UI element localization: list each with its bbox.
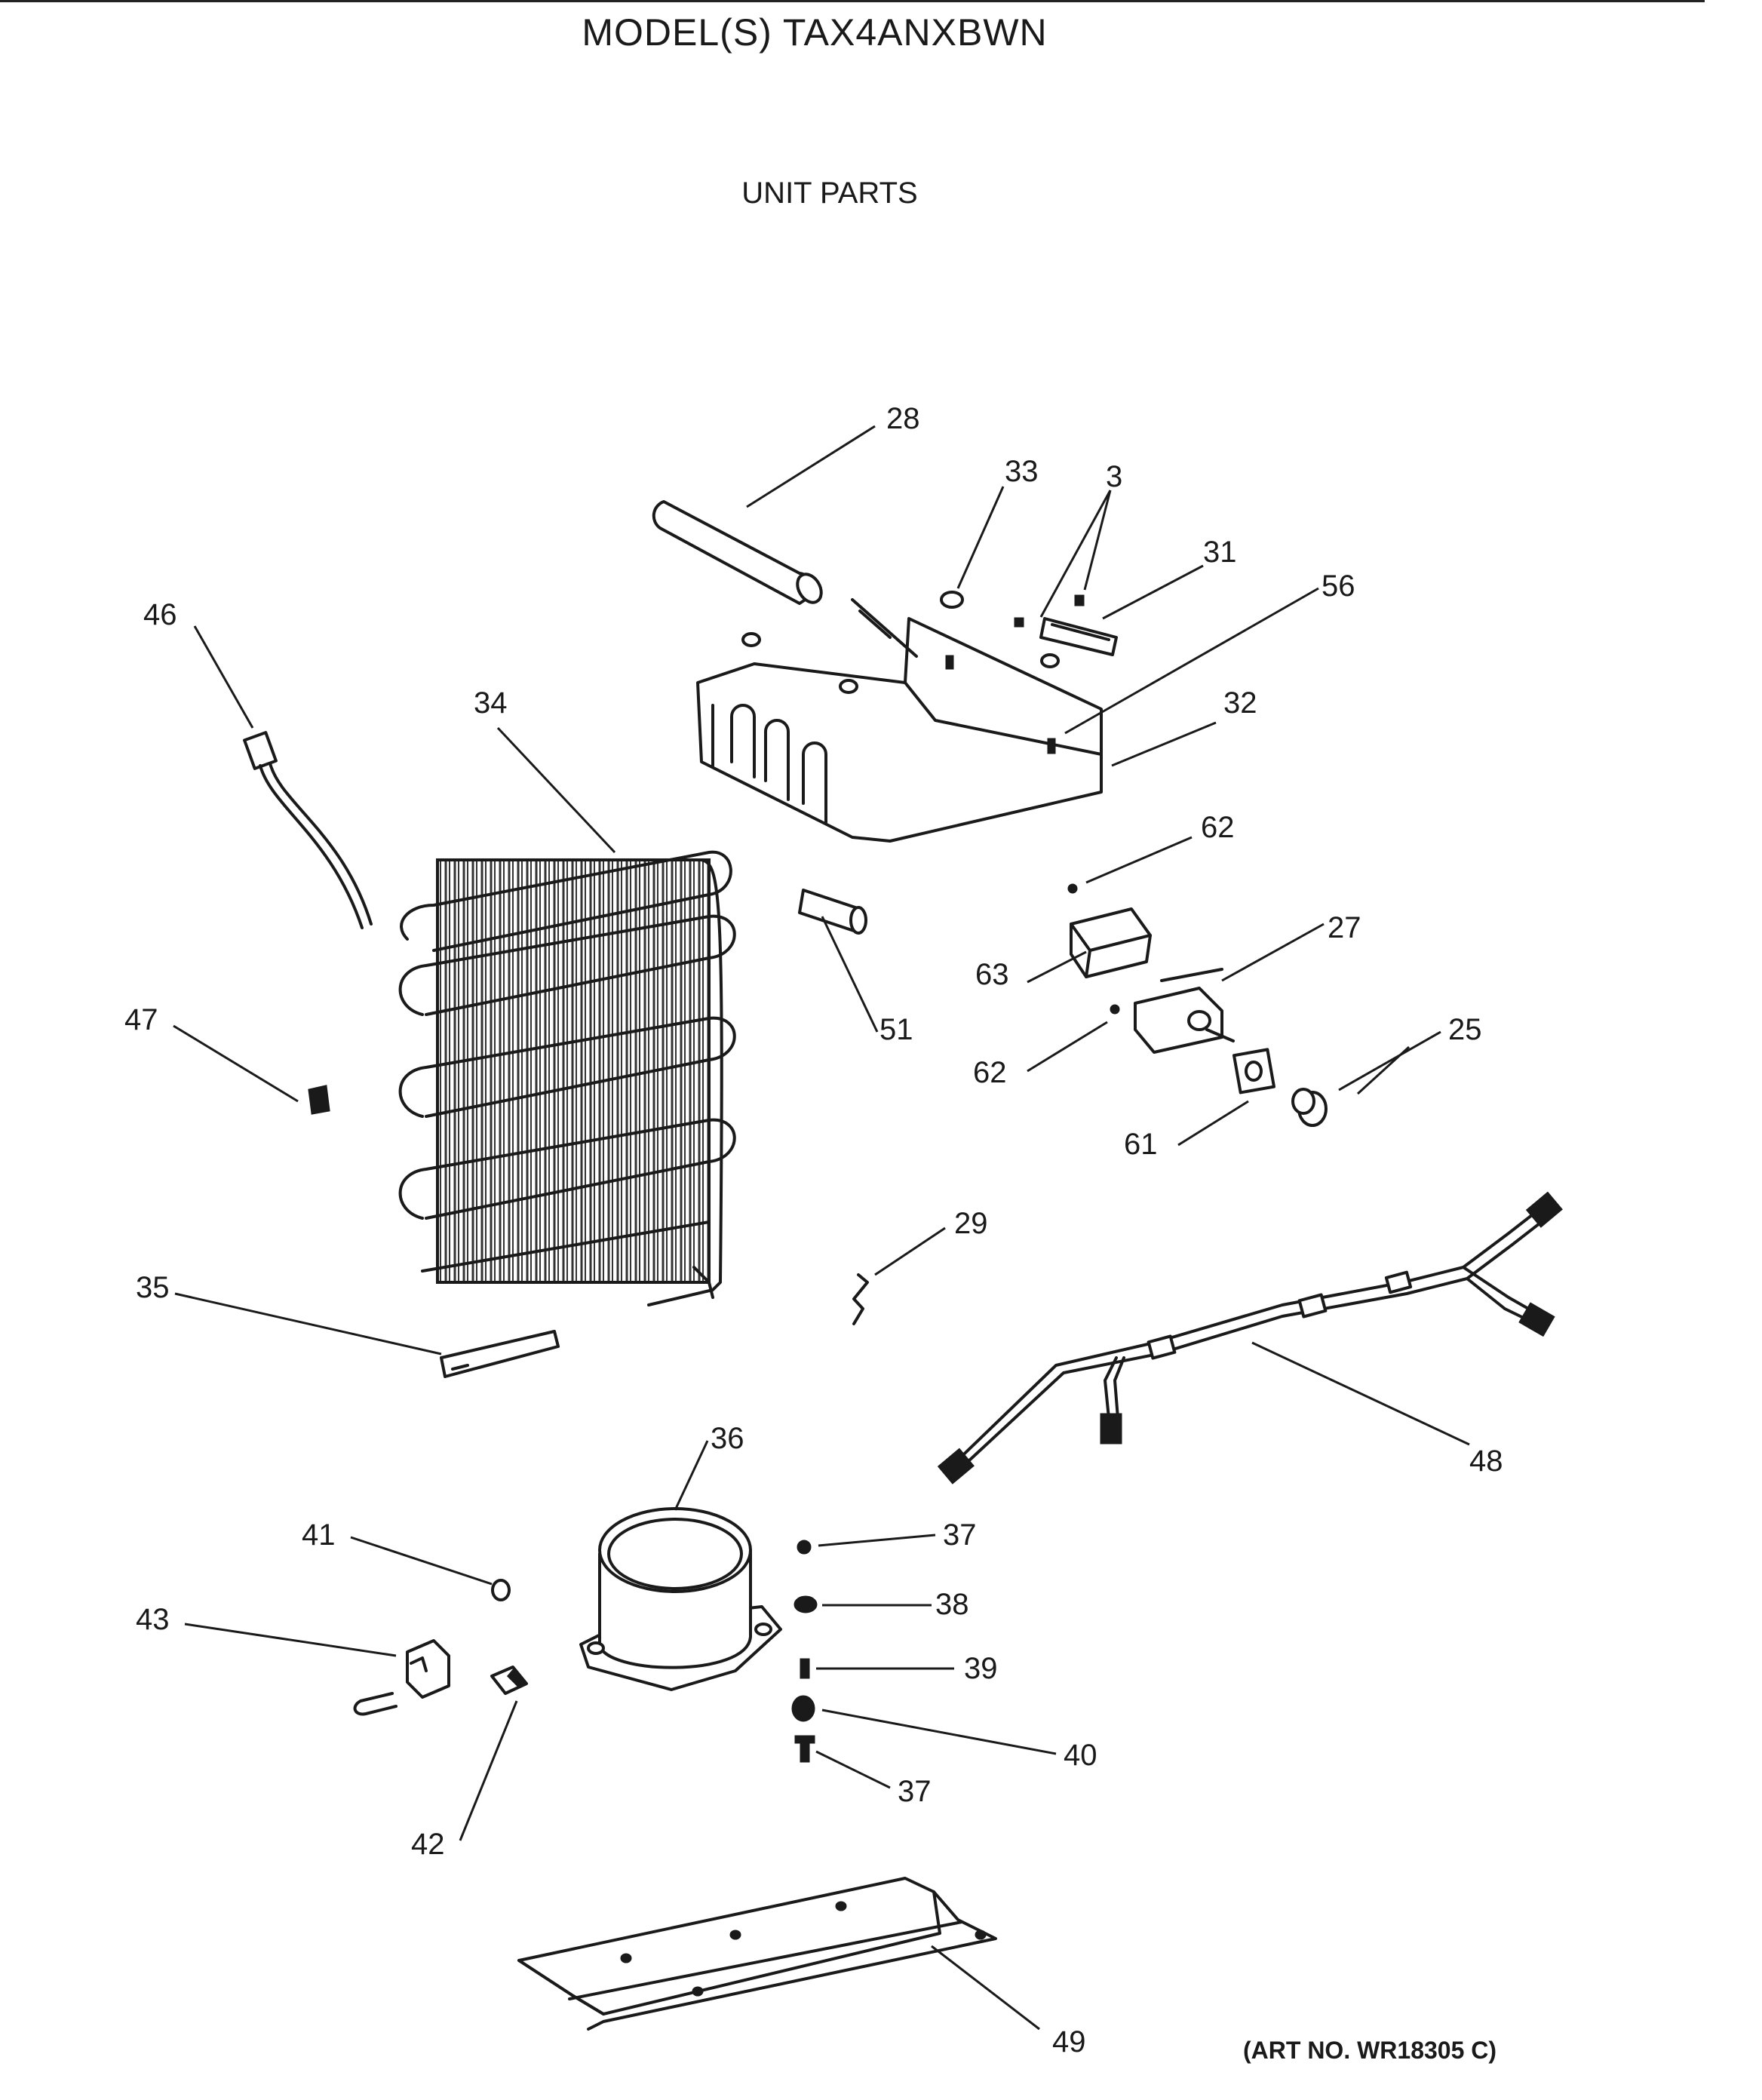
callout-39: 39 bbox=[964, 1652, 998, 1685]
callout-47: 47 bbox=[124, 1003, 158, 1036]
callout-51: 51 bbox=[879, 1013, 913, 1046]
callout-29: 29 bbox=[954, 1207, 988, 1240]
part-screws[interactable] bbox=[1014, 594, 1085, 628]
callout-46: 46 bbox=[143, 598, 177, 631]
art-number: (ART NO. WR18305 C) bbox=[1243, 2037, 1497, 2064]
callout-27: 27 bbox=[1328, 911, 1361, 944]
section-title: UNIT PARTS bbox=[741, 177, 918, 210]
leader-lines bbox=[173, 425, 1470, 2031]
callout-48: 48 bbox=[1469, 1445, 1503, 1478]
part-overload[interactable] bbox=[491, 1579, 511, 1601]
callout-62-top: 62 bbox=[1201, 811, 1235, 844]
callout-35: 35 bbox=[136, 1271, 170, 1304]
part-sleeve[interactable] bbox=[800, 1658, 810, 1679]
part-grommet[interactable] bbox=[940, 591, 964, 609]
part-mounting-plate[interactable] bbox=[1232, 1048, 1275, 1095]
part-clip[interactable] bbox=[852, 1273, 869, 1325]
part-cord-grommet[interactable] bbox=[308, 1085, 330, 1115]
callout-38: 38 bbox=[935, 1588, 969, 1621]
callout-41: 41 bbox=[302, 1518, 336, 1552]
part-tube-bushing[interactable] bbox=[798, 889, 867, 935]
callout-33: 33 bbox=[1005, 455, 1039, 488]
part-compartment-cover[interactable] bbox=[696, 598, 1103, 843]
part-power-cord[interactable] bbox=[243, 731, 373, 929]
callout-32: 32 bbox=[1223, 686, 1257, 720]
header-rule bbox=[0, 0, 1705, 2]
callout-labels: 28 33 3 31 56 32 46 34 62 27 63 47 51 62… bbox=[124, 402, 1503, 2059]
part-condenser[interactable] bbox=[398, 850, 736, 1306]
callout-25: 25 bbox=[1448, 1013, 1482, 1046]
callout-34: 34 bbox=[474, 686, 508, 720]
part-compressor[interactable] bbox=[579, 1507, 782, 1691]
callout-61: 61 bbox=[1124, 1128, 1158, 1161]
callout-31: 31 bbox=[1203, 536, 1237, 569]
part-mount-screw[interactable] bbox=[794, 1735, 815, 1763]
part-grommet-mount[interactable] bbox=[794, 1595, 818, 1613]
part-mount-grommet[interactable] bbox=[791, 1695, 815, 1722]
callout-37-top: 37 bbox=[943, 1518, 977, 1552]
part-relay-clip[interactable] bbox=[353, 1692, 398, 1716]
callout-36: 36 bbox=[711, 1422, 744, 1455]
model-title: MODEL(S) TAX4ANXBWN bbox=[582, 11, 1048, 54]
callout-56: 56 bbox=[1322, 570, 1355, 603]
part-mounting-bracket[interactable] bbox=[1039, 617, 1118, 656]
callout-28: 28 bbox=[886, 402, 920, 435]
callout-3: 3 bbox=[1106, 460, 1122, 493]
part-control-knob[interactable] bbox=[1291, 1088, 1328, 1127]
part-wiring-harness[interactable] bbox=[937, 1191, 1563, 1484]
callout-43: 43 bbox=[136, 1603, 170, 1636]
callout-37-bottom: 37 bbox=[898, 1775, 932, 1808]
part-small-bracket[interactable] bbox=[490, 1666, 528, 1695]
callout-40: 40 bbox=[1064, 1739, 1097, 1772]
part-relay-screws[interactable] bbox=[1067, 883, 1120, 1015]
callout-42: 42 bbox=[411, 1828, 445, 1861]
callout-62-bottom: 62 bbox=[973, 1056, 1007, 1089]
callout-63: 63 bbox=[975, 958, 1009, 991]
part-start-relay[interactable] bbox=[406, 1639, 450, 1699]
part-relay-cover[interactable] bbox=[1070, 907, 1152, 978]
part-relay[interactable] bbox=[1134, 968, 1235, 1054]
part-base-rail[interactable] bbox=[517, 1877, 997, 2031]
part-capillary-tube[interactable] bbox=[440, 1330, 560, 1378]
callout-49: 49 bbox=[1052, 2025, 1086, 2059]
part-drain-tube[interactable] bbox=[652, 500, 826, 606]
part-washer[interactable] bbox=[797, 1540, 812, 1555]
